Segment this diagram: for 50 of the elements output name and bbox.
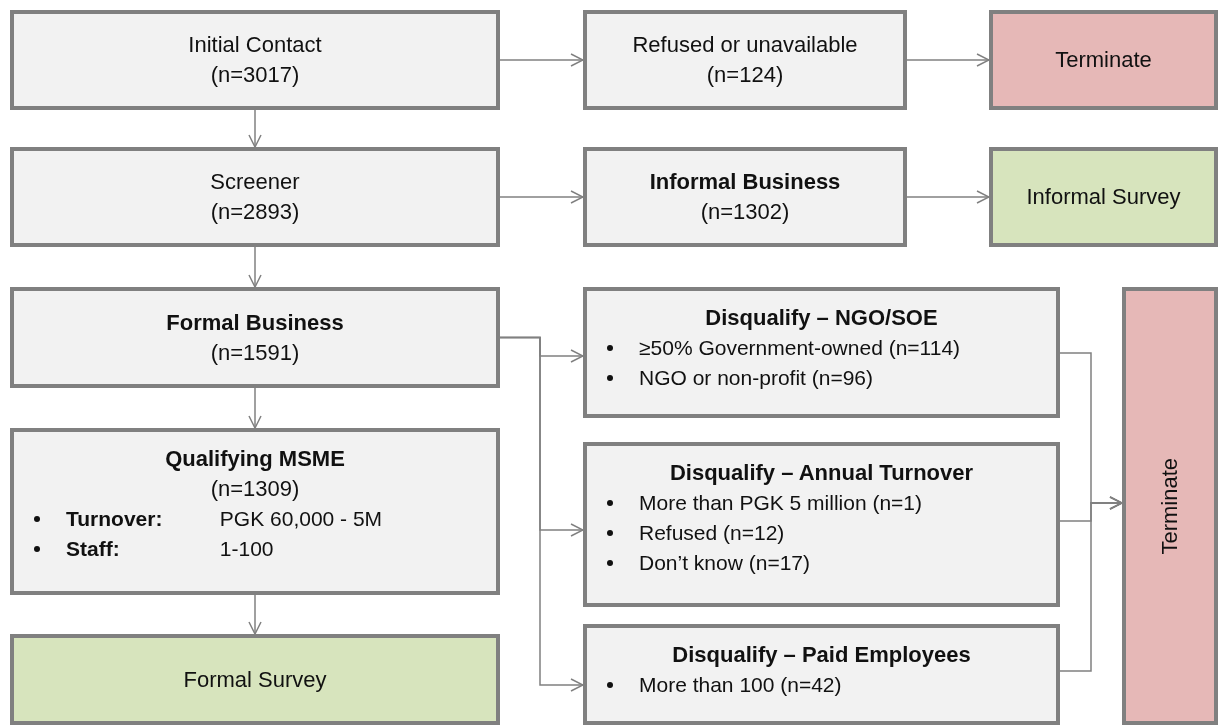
box-label: Terminate	[1157, 457, 1183, 555]
arrow	[499, 336, 584, 692]
box-title: Terminate	[1055, 46, 1152, 74]
count-text: (n=1302)	[700, 198, 790, 226]
arrow	[906, 53, 990, 67]
bullet-item: Turnover: PGK 60,000 - 5M	[66, 506, 383, 532]
criteria-box	[583, 442, 1060, 607]
bullet-item: Don’t know (n=17)	[639, 550, 810, 576]
process-box	[10, 10, 500, 110]
count-text: (n=124)	[706, 61, 784, 89]
criteria-box	[583, 624, 1060, 725]
arrow	[1059, 496, 1123, 672]
terminal-box	[1122, 287, 1218, 725]
criteria-box	[583, 287, 1060, 418]
box-title: Formal Business	[166, 308, 344, 337]
bullet-item: More than PGK 5 million (n=1)	[639, 490, 923, 516]
process-box	[10, 287, 500, 388]
box-title: Refused or unavailable	[632, 31, 858, 59]
count-text: (n=3017)	[210, 61, 300, 89]
box-title: Formal Survey	[183, 665, 327, 694]
count-text: (n=2893)	[210, 198, 300, 226]
count-text: (n=1591)	[210, 338, 300, 367]
process-box	[10, 147, 500, 247]
box-title: Disqualify – Paid Employees	[672, 641, 971, 669]
arrow	[906, 190, 990, 204]
box-title: Qualifying MSME	[165, 445, 345, 473]
bullet-item: ≥50% Government-owned (n=114)	[639, 335, 961, 361]
box-title: Disqualify – NGO/SOE	[705, 304, 938, 332]
arrow	[499, 53, 584, 67]
bullet-item: More than 100 (n=42)	[639, 672, 842, 698]
arrow	[248, 594, 262, 635]
arrow	[248, 387, 262, 429]
box-title: Initial Contact	[188, 31, 322, 59]
arrow	[499, 190, 584, 204]
count-text: (n=1309)	[210, 475, 300, 503]
bullet-item: Staff: 1-100	[66, 536, 274, 562]
box-title: Disqualify – Annual Turnover	[669, 459, 974, 487]
terminal-box	[10, 634, 500, 725]
box-title: Informal Survey	[1026, 183, 1181, 211]
criteria-box	[10, 428, 500, 595]
box-title: Screener	[210, 168, 300, 196]
bullet-item: NGO or non-profit (n=96)	[639, 365, 873, 391]
arrow	[248, 109, 262, 148]
terminal-box	[989, 10, 1218, 110]
box-title: Informal Business	[649, 168, 841, 196]
process-box	[583, 147, 907, 247]
bullet-item: Refused (n=12)	[639, 520, 785, 546]
arrow	[248, 246, 262, 288]
terminal-box	[989, 147, 1218, 247]
process-box	[583, 10, 907, 110]
